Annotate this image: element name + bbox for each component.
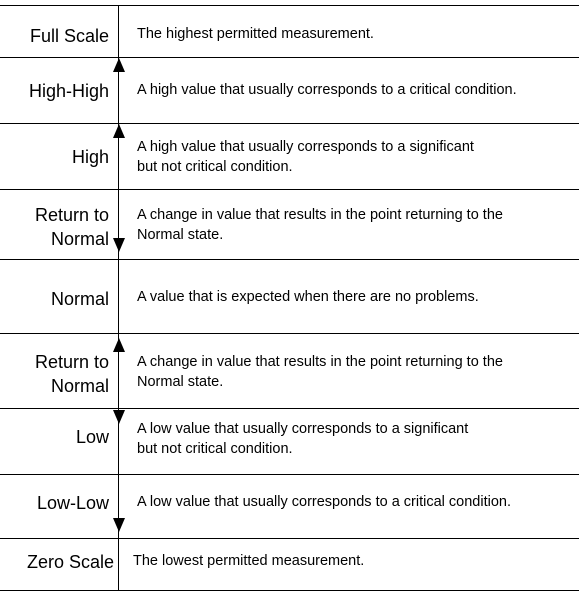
row-label: Full Scale [29, 26, 109, 46]
row-description-line2: Normal state. [137, 227, 224, 243]
row-description-line1: A low value that usually corresponds to … [137, 421, 469, 437]
divider [0, 408, 579, 409]
row-description-line2: Normal state. [137, 374, 224, 390]
divider [0, 538, 579, 539]
row-label: Low [75, 427, 109, 447]
divider [0, 333, 579, 334]
row-label-line2: Normal [50, 229, 109, 249]
row-description: A value that is expected when there are … [137, 289, 479, 305]
row-label-line1: Return to [34, 205, 109, 225]
row-description: A high value that usually corresponds to… [137, 82, 517, 98]
arrow-up-icon [113, 124, 125, 138]
arrow-up-icon [113, 58, 125, 72]
row-label: Zero Scale [26, 552, 114, 572]
divider [0, 123, 579, 124]
arrow-down-icon [113, 238, 125, 252]
arrow-down-icon [113, 410, 125, 424]
row-label-line1: Return to [34, 352, 109, 372]
row-description-line2: but not critical condition. [137, 159, 293, 175]
row-label-line2: Normal [50, 376, 109, 396]
divider [0, 474, 579, 475]
divider [0, 5, 579, 6]
row-description: The highest permitted measurement. [137, 26, 374, 42]
divider [0, 590, 579, 591]
row-label: High [71, 147, 109, 167]
row-label: High-High [28, 81, 109, 101]
row-description: A low value that usually corresponds to … [137, 494, 511, 510]
vertical-axis-line [118, 5, 119, 591]
row-description-line2: but not critical condition. [137, 441, 293, 457]
row-description-line1: A change in value that results in the po… [137, 207, 503, 223]
row-description: The lowest permitted measurement. [133, 553, 365, 569]
divider [0, 189, 579, 190]
row-description-line1: A high value that usually corresponds to… [137, 139, 474, 155]
row-label: Normal [50, 289, 109, 309]
divider [0, 57, 579, 58]
row-label: Low-Low [36, 493, 109, 513]
arrow-up-icon [113, 338, 125, 352]
divider [0, 259, 579, 260]
row-description-line1: A change in value that results in the po… [137, 354, 503, 370]
arrow-down-icon [113, 518, 125, 532]
